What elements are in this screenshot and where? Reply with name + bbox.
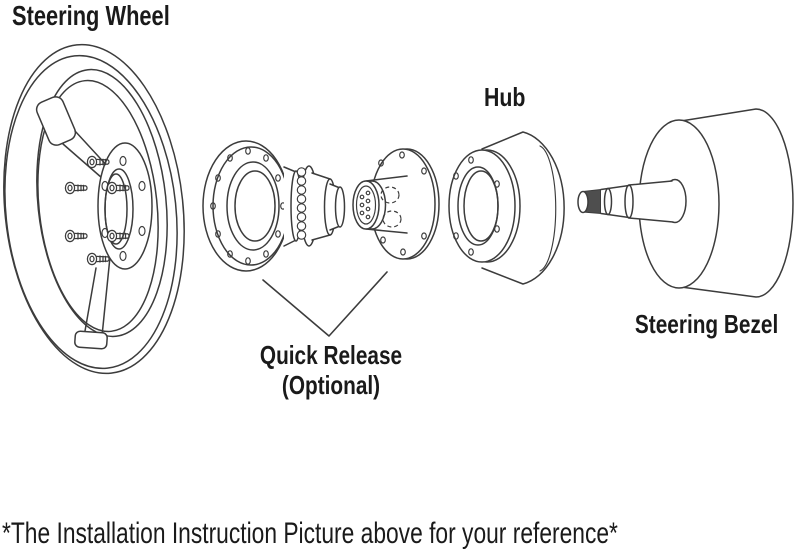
hub-label-text: Hub — [484, 82, 526, 112]
quick-release-label: Quick Release (Optional) — [229, 340, 433, 400]
steering-bezel-drawing — [638, 108, 794, 298]
hub-drawing — [448, 131, 565, 285]
hub-label: Hub — [484, 82, 535, 112]
quick-release-label-text: Quick Release — [259, 340, 403, 370]
footnote-text: *The Installation Instruction Picture ab… — [2, 516, 800, 552]
steering-wheel-label: Steering Wheel — [12, 1, 214, 31]
quick-release-pointer-lines — [262, 271, 388, 337]
exploded-diagram-drawing — [3, 43, 794, 375]
spoke-pad-lower — [74, 330, 108, 350]
steering-bezel-label-text: Steering Bezel — [635, 309, 779, 339]
spoke-pad-upper — [35, 96, 77, 146]
steering-wheel-drawing — [3, 43, 185, 375]
steering-bezel-label: Steering Bezel — [605, 309, 800, 339]
quick-release-adapter-drawing — [352, 148, 440, 260]
quick-release-body-drawing — [202, 140, 346, 272]
footnote-text-content: *The Installation Instruction Picture ab… — [2, 517, 618, 550]
steering-wheel-label-text: Steering Wheel — [12, 0, 170, 31]
steering-shaft-drawing — [577, 180, 674, 223]
quick-release-optional-text: (Optional) — [281, 370, 381, 400]
